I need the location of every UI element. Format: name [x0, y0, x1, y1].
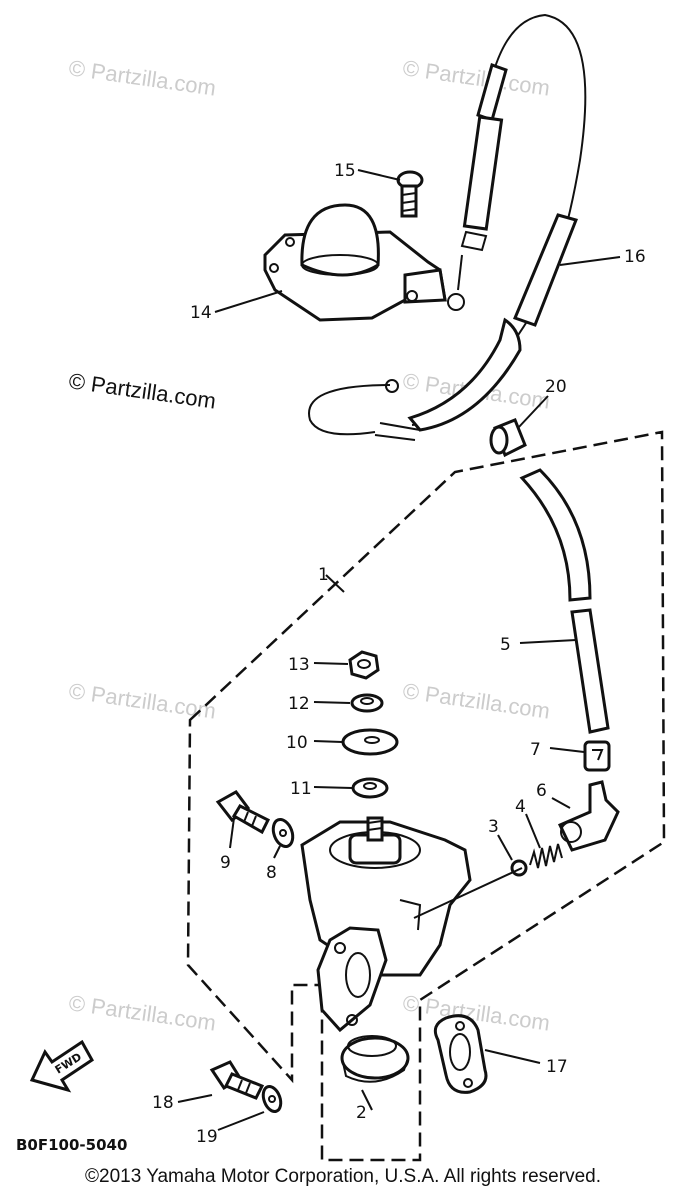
part-oil-pump-cable	[308, 13, 587, 441]
part-clamp-20	[489, 418, 527, 458]
part-oil-pump-body	[300, 816, 472, 1033]
part-check-valve-6	[557, 780, 620, 852]
part-ball-3	[510, 859, 528, 877]
callout-3: 3	[488, 817, 499, 837]
part-washer-19	[261, 1084, 283, 1114]
callout-19: 19	[196, 1127, 218, 1147]
diagram-code: B0F100-5040	[16, 1136, 127, 1154]
callout-15: 15	[334, 161, 356, 181]
callout-13: 13	[288, 655, 310, 675]
part-seal-2	[340, 1035, 410, 1083]
part-clip-7	[583, 740, 611, 772]
part-gasket-17	[433, 1014, 488, 1094]
part-hose-5	[519, 468, 610, 734]
part-cover-14	[263, 203, 447, 322]
callout-18: 18	[152, 1093, 174, 1113]
part-bolt-9	[215, 790, 271, 835]
part-washer-11	[351, 777, 389, 799]
callout-12: 12	[288, 694, 310, 714]
part-screw-15	[396, 170, 424, 218]
part-nut-13	[348, 650, 380, 680]
callout-16: 16	[624, 247, 646, 267]
watermark: © Partzilla.com	[401, 678, 551, 723]
callout-11: 11	[290, 779, 312, 799]
watermark-prominent: © Partzilla.com	[67, 368, 217, 413]
part-hose-16	[513, 213, 579, 327]
callout-20: 20	[545, 377, 567, 397]
watermark: © Partzilla.com	[67, 990, 217, 1035]
callout-labels: 1 2 3 4 5 6 7 8 9 10 11 12 13 14 15 16 1…	[152, 161, 646, 1147]
part-spring-4	[529, 843, 563, 869]
callout-2: 2	[356, 1103, 367, 1123]
part-washer-8	[271, 817, 295, 849]
callout-17: 17	[546, 1057, 568, 1077]
assembly-boundary	[186, 430, 666, 1162]
callout-9: 9	[220, 853, 231, 873]
copyright-notice: ©2013 Yamaha Motor Corporation, U.S.A. A…	[85, 1166, 601, 1187]
callout-14: 14	[190, 303, 212, 323]
part-washer-12	[350, 693, 384, 713]
callout-6: 6	[536, 781, 547, 801]
callout-10: 10	[286, 733, 308, 753]
callout-8: 8	[266, 863, 277, 883]
callout-4: 4	[515, 797, 526, 817]
fwd-arrow-icon: FWD	[29, 1039, 94, 1093]
callout-7: 7	[530, 740, 541, 760]
callout-5: 5	[500, 635, 511, 655]
part-bolt-18	[209, 1060, 265, 1100]
leader-lines	[177, 169, 621, 1131]
part-washer-10	[341, 728, 399, 756]
callout-1: 1	[318, 565, 329, 585]
watermark: © Partzilla.com	[401, 55, 551, 100]
watermark: © Partzilla.com	[67, 55, 217, 100]
